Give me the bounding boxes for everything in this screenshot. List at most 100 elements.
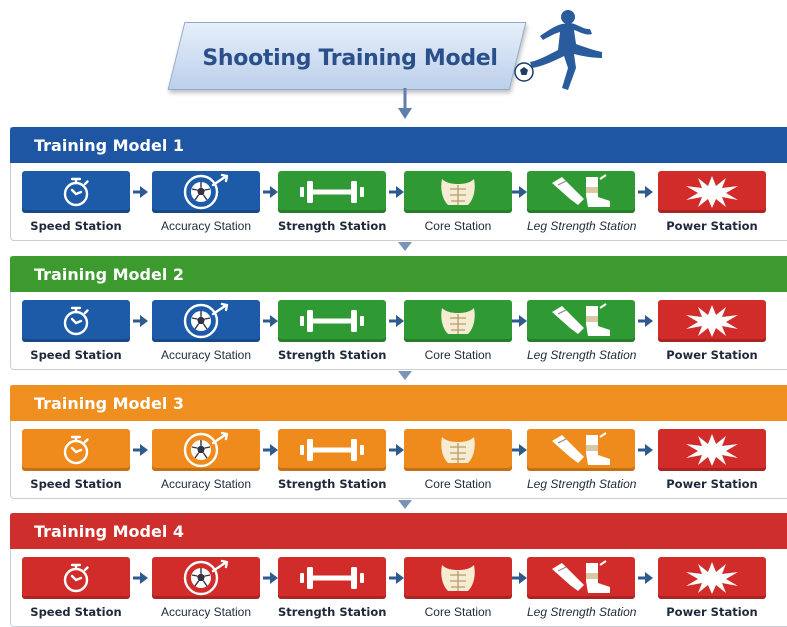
training-model-panel: Training Model 4 Speed Station Accuracy … <box>10 513 787 627</box>
station-card: Core Station <box>404 557 512 619</box>
station-label: Speed Station <box>30 605 122 619</box>
station-tile <box>278 300 386 342</box>
station-tile <box>527 429 635 471</box>
model-connector-arrow-icon <box>398 500 412 509</box>
station-card: Speed Station <box>22 300 130 362</box>
station-tile <box>404 300 512 342</box>
station-label: Power Station <box>666 219 758 233</box>
flow-arrow-icon <box>389 444 404 456</box>
station-card: Power Station <box>658 557 766 619</box>
flow-arrow-icon <box>638 186 653 198</box>
model-connector-arrow-icon <box>398 242 412 251</box>
flow-arrow-icon <box>389 186 404 198</box>
station-tile <box>278 429 386 471</box>
flow-arrow-icon <box>133 572 148 584</box>
station-label: Leg Strength Station <box>527 477 637 491</box>
flow-arrow-icon <box>263 572 278 584</box>
station-card: Accuracy Station <box>152 300 260 362</box>
station-tile <box>658 300 766 342</box>
station-label: Speed Station <box>30 219 122 233</box>
legs-icon <box>548 302 614 340</box>
flow-arrow-icon <box>638 444 653 456</box>
burst-icon <box>684 560 740 596</box>
station-label: Core Station <box>424 348 492 362</box>
abs-icon <box>436 175 480 209</box>
station-label: Accuracy Station <box>160 477 252 491</box>
station-tile <box>152 171 260 213</box>
station-label: Leg Strength Station <box>527 219 637 233</box>
burst-icon <box>684 303 740 339</box>
station-tile <box>527 300 635 342</box>
stopwatch-icon <box>59 175 93 209</box>
training-model-title: Training Model 3 <box>10 385 787 421</box>
station-card: Accuracy Station <box>152 429 260 491</box>
target-ball-icon <box>179 173 233 211</box>
soccer-player-icon <box>514 10 602 90</box>
flow-arrow-icon <box>638 572 653 584</box>
station-card: Accuracy Station <box>152 171 260 233</box>
station-card: Leg Strength Station <box>527 300 637 362</box>
station-tile <box>658 557 766 599</box>
dumbbell-icon <box>297 177 367 207</box>
station-card: Leg Strength Station <box>527 557 636 619</box>
dumbbell-icon <box>297 306 367 336</box>
station-tile <box>527 557 635 599</box>
flow-arrow-icon <box>512 444 527 456</box>
flow-arrow-icon <box>263 315 278 327</box>
station-card: Accuracy Station <box>152 557 260 619</box>
station-card: Strength Station <box>278 429 386 491</box>
station-tile <box>22 171 130 213</box>
title-down-arrow <box>398 88 412 119</box>
model-connector-arrow-icon <box>398 371 412 380</box>
flow-arrow-icon <box>389 572 404 584</box>
training-model-panel: Training Model 3 Speed Station Accuracy … <box>10 385 787 499</box>
station-label: Leg Strength Station <box>527 348 637 362</box>
station-label: Strength Station <box>278 219 387 233</box>
station-card: Leg Strength Station <box>527 171 637 233</box>
training-model-panel: Training Model 2 Speed Station Accuracy … <box>10 256 787 370</box>
station-tile <box>278 171 386 213</box>
station-label: Strength Station <box>278 605 387 619</box>
station-tile <box>152 429 260 471</box>
station-label: Core Station <box>424 219 492 233</box>
station-tile <box>404 429 512 471</box>
abs-icon <box>436 433 480 467</box>
station-label: Power Station <box>666 477 758 491</box>
station-card: Leg Strength Station <box>527 429 637 491</box>
station-tile <box>527 171 635 213</box>
station-label: Speed Station <box>30 477 122 491</box>
station-card: Speed Station <box>22 429 130 491</box>
flow-arrow-icon <box>263 444 278 456</box>
station-card: Strength Station <box>278 557 386 619</box>
station-tile <box>278 557 386 599</box>
burst-icon <box>684 432 740 468</box>
station-tile <box>22 300 130 342</box>
station-tile <box>22 429 130 471</box>
station-card: Power Station <box>658 171 766 233</box>
station-label: Accuracy Station <box>160 219 252 233</box>
flow-arrow-icon <box>263 186 278 198</box>
station-tile <box>152 300 260 342</box>
target-ball-icon <box>179 302 233 340</box>
burst-icon <box>684 174 740 210</box>
station-card: Core Station <box>404 429 512 491</box>
station-card: Power Station <box>658 429 766 491</box>
station-card: Power Station <box>658 300 766 362</box>
station-card: Speed Station <box>22 557 130 619</box>
station-card: Strength Station <box>278 171 386 233</box>
station-label: Strength Station <box>278 477 387 491</box>
station-label: Speed Station <box>30 348 122 362</box>
station-label: Power Station <box>666 348 758 362</box>
target-ball-icon <box>179 431 233 469</box>
station-label: Core Station <box>424 477 492 491</box>
station-tile <box>152 557 260 599</box>
station-card: Strength Station <box>278 300 386 362</box>
flow-arrow-icon <box>512 315 527 327</box>
flow-arrow-icon <box>638 315 653 327</box>
station-tile <box>658 171 766 213</box>
page-title: Shooting Training Model <box>202 45 498 71</box>
station-tile <box>404 557 512 599</box>
stopwatch-icon <box>59 561 93 595</box>
station-tile <box>658 429 766 471</box>
station-card: Core Station <box>404 171 512 233</box>
